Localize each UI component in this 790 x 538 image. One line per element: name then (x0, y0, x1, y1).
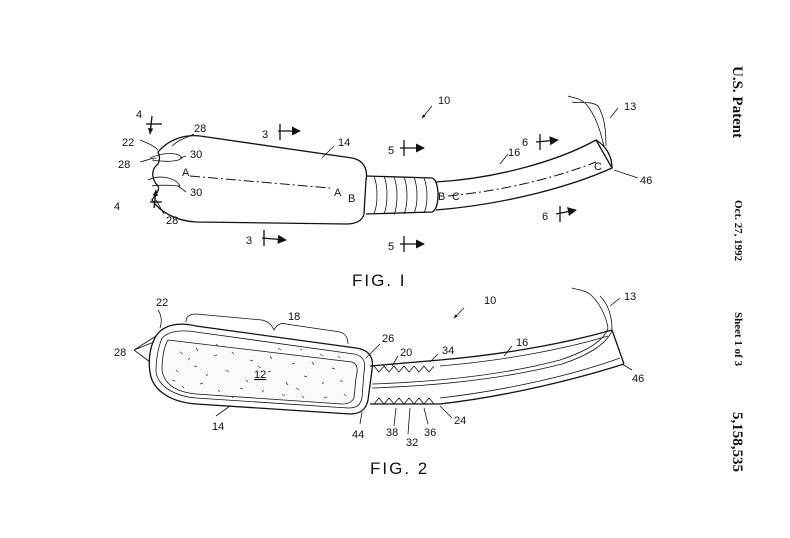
fig1-section-3-bottom: 3 (246, 235, 252, 247)
fig1-ref-16: 16 (508, 147, 520, 159)
fig2-ref-44: 44 (352, 429, 364, 441)
fig1-axis-aa (189, 175, 331, 189)
fig1-slit-upper (149, 153, 183, 162)
fig1-ref-14: 14 (338, 137, 350, 149)
fig1-section-4-top: 4 (136, 109, 142, 121)
fig1-ref-28-top: 28 (194, 123, 206, 135)
fig2-core-stipple (171, 343, 347, 399)
fig2-ref-28: 28 (114, 347, 126, 359)
fig1-ref-46: 46 (640, 175, 652, 187)
fig1-ref-10: 10 (438, 95, 450, 107)
fig1-section-6-top: 6 (522, 137, 528, 149)
patent-number: 5,158,535 (729, 412, 745, 472)
fig1-string (567, 95, 607, 147)
fig2-bracket-18 (185, 313, 349, 345)
fig1-section-4-bottom: 4 (114, 201, 120, 213)
fig2-ref-20: 20 (400, 347, 412, 359)
sheet-number: Sheet 1 of 3 (732, 312, 744, 367)
fig2-ref-24: 24 (454, 415, 466, 427)
fig1-ref-30-upper: 30 (190, 149, 202, 161)
fig2-outer-cover (148, 323, 374, 415)
fig1-section-5-bottom: 5 (388, 241, 394, 253)
fig2-applicator-tube-bottom (439, 363, 625, 405)
figure-1: 10 13 14 16 22 28 28 28 30 30 46 3 3 4 4… (114, 95, 652, 290)
fig1-slit-lower (147, 176, 181, 187)
fig2-ref-32: 32 (406, 437, 418, 449)
fig1-section-5-top: 5 (388, 145, 394, 157)
fig1-leaders (139, 105, 639, 215)
fig1-ref-13: 13 (624, 101, 636, 113)
fig1-applicator-tube (435, 139, 613, 211)
fig2-ref-13: 13 (624, 291, 636, 303)
patent-date: Oct. 27, 1992 (732, 200, 744, 262)
fig2-ref-36: 36 (424, 427, 436, 439)
fig2-ref-10: 10 (484, 295, 496, 307)
fig2-grip-threads (369, 359, 441, 405)
fig1-point-b-right: B (438, 191, 445, 203)
fig2-tube-inner-bottom (439, 357, 621, 399)
fig2-leaders (133, 297, 633, 435)
fig1-caption: FIG. I (352, 271, 407, 290)
fig1-ref-30-lower: 30 (190, 187, 202, 199)
fig1-section-marks (146, 115, 577, 252)
fig2-ref-34: 34 (442, 345, 454, 357)
fig2-string (371, 287, 613, 389)
fig1-point-c-right: C (594, 161, 602, 173)
fig1-section-3-top: 3 (262, 129, 268, 141)
fig1-ref-28-mid: 28 (118, 159, 130, 171)
fig2-ref-14: 14 (212, 421, 224, 433)
fig2-ref-26: 26 (382, 333, 394, 345)
fig1-ref-28-bottom: 28 (166, 215, 178, 227)
fig1-ref-22: 22 (122, 137, 134, 149)
patent-header: U.S. Patent Oct. 27, 1992 Sheet 1 of 3 5… (729, 66, 745, 472)
fig1-point-a-right: A (334, 187, 342, 199)
fig1-section-6-bottom: 6 (542, 211, 548, 223)
fig1-point-b-left: B (348, 193, 355, 205)
fig2-ref-22: 22 (156, 297, 168, 309)
fig1-tampon-body (151, 134, 368, 225)
fig1-axis-bc (447, 161, 597, 197)
fig2-ref-38: 38 (386, 427, 398, 439)
fig2-ref-12: 12 (254, 369, 266, 381)
fig2-ref-46: 46 (632, 373, 644, 385)
fig2-tube-end (611, 329, 625, 365)
fig1-point-c-left: C (452, 191, 460, 203)
fig1-point-a-left: A (182, 167, 190, 179)
fig2-absorbent-core (161, 339, 358, 405)
fig2-ref-16: 16 (516, 337, 528, 349)
fig2-tube-inner-top (439, 335, 609, 367)
fig2-applicator-tube-top (439, 329, 613, 361)
fig2-ref-18: 18 (288, 311, 300, 323)
fig2-caption: FIG. 2 (370, 459, 429, 478)
fig2-inner-cover (155, 330, 366, 409)
fig1-tube-end (595, 139, 613, 169)
figure-2: 10 12 13 14 16 18 20 22 24 26 28 32 34 3… (114, 287, 644, 478)
fig1-grip-rings (365, 175, 439, 216)
patent-office-label: U.S. Patent (729, 66, 745, 138)
